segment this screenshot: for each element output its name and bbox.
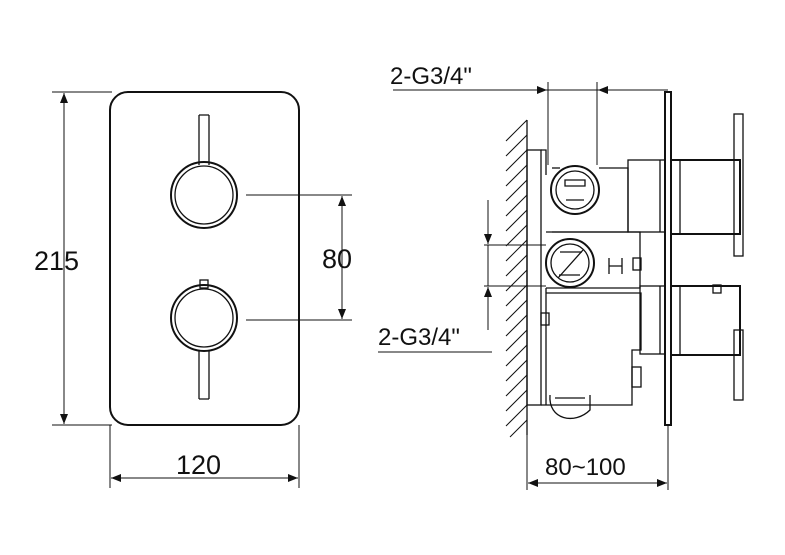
upper-inlet bbox=[550, 165, 629, 233]
middle-inlet bbox=[545, 231, 642, 289]
side-cover-plate bbox=[664, 91, 672, 426]
upper-handle bbox=[170, 114, 238, 229]
dim-label-depth: 80~100 bbox=[545, 454, 626, 481]
dim-label-215: 215 bbox=[34, 246, 79, 276]
dim-label-120: 120 bbox=[176, 450, 221, 480]
front-view: 80 215 120 bbox=[34, 91, 352, 488]
side-view: 2-G3/4" 2-G3/4" 80~100 bbox=[378, 63, 744, 490]
wall-hatch bbox=[505, 119, 528, 438]
dim-label-inlet-top: 2-G3/4" bbox=[390, 63, 472, 90]
dim-label-80: 80 bbox=[322, 244, 352, 274]
faceplate bbox=[109, 91, 300, 426]
lower-body bbox=[540, 288, 642, 419]
upper-handle-side bbox=[627, 113, 744, 257]
lower-handle bbox=[170, 279, 238, 400]
lower-handle-side bbox=[639, 284, 744, 401]
dim-label-inlet-bottom: 2-G3/4" bbox=[378, 324, 460, 351]
